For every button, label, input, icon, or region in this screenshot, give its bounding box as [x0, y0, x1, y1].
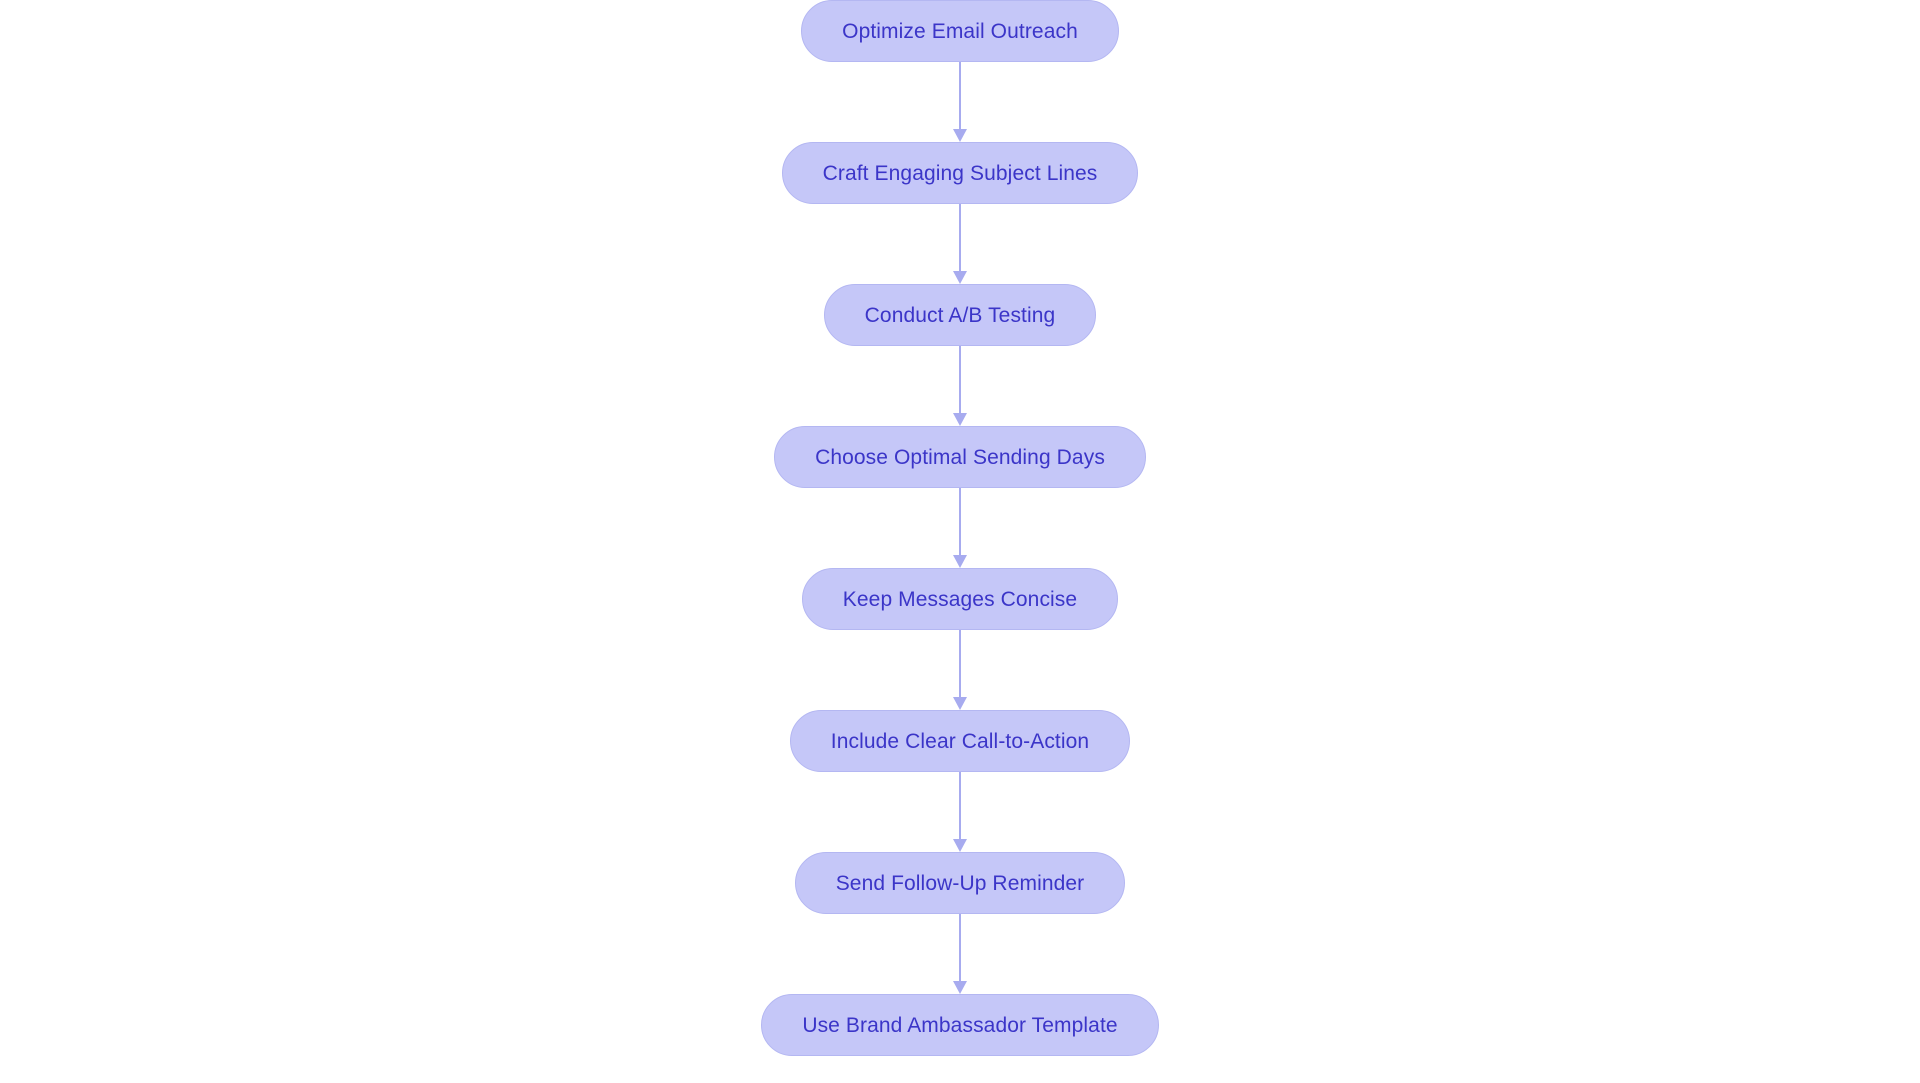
flow-edge-n5-to-n6 [948, 630, 972, 710]
flow-node-choose-optimal-sending-days[interactable]: Choose Optimal Sending Days [774, 426, 1146, 488]
flow-edge-n2-to-n3 [948, 204, 972, 284]
flow-node-label: Include Clear Call-to-Action [830, 729, 1090, 753]
flow-edge-n7-to-n8 [948, 914, 972, 994]
edge-line [959, 62, 961, 130]
flow-node-include-clear-call-to-action[interactable]: Include Clear Call-to-Action [789, 710, 1131, 772]
flow-edge-n4-to-n5 [948, 488, 972, 568]
flow-node-label: Craft Engaging Subject Lines [822, 161, 1098, 185]
flow-node-conduct-ab-testing[interactable]: Conduct A/B Testing [823, 284, 1097, 346]
flow-node-craft-engaging-subject-lines[interactable]: Craft Engaging Subject Lines [781, 142, 1139, 204]
flow-edge-n1-to-n2 [948, 62, 972, 142]
down-arrow-icon [953, 413, 967, 426]
flow-node-keep-messages-concise[interactable]: Keep Messages Concise [801, 568, 1119, 630]
flow-node-label: Use Brand Ambassador Template [802, 1013, 1118, 1037]
edge-line [959, 204, 961, 272]
flow-edge-n3-to-n4 [948, 346, 972, 426]
down-arrow-icon [953, 271, 967, 284]
flow-node-use-brand-ambassador-template[interactable]: Use Brand Ambassador Template [761, 994, 1159, 1056]
edge-line [959, 772, 961, 840]
flow-node-label: Choose Optimal Sending Days [815, 445, 1105, 469]
flow-node-label: Keep Messages Concise [842, 587, 1078, 611]
edge-line [959, 488, 961, 556]
down-arrow-icon [953, 555, 967, 568]
edge-line [959, 630, 961, 698]
flow-node-send-follow-up-reminder[interactable]: Send Follow-Up Reminder [794, 852, 1126, 914]
down-arrow-icon [953, 129, 967, 142]
flow-node-label: Optimize Email Outreach [842, 19, 1078, 43]
flow-edge-n6-to-n7 [948, 772, 972, 852]
down-arrow-icon [953, 981, 967, 994]
flow-node-optimize-email-outreach[interactable]: Optimize Email Outreach [801, 0, 1119, 62]
down-arrow-icon [953, 839, 967, 852]
flow-node-label: Conduct A/B Testing [864, 303, 1056, 327]
edge-line [959, 346, 961, 414]
down-arrow-icon [953, 697, 967, 710]
flow-node-label: Send Follow-Up Reminder [835, 871, 1085, 895]
edge-line [959, 914, 961, 982]
